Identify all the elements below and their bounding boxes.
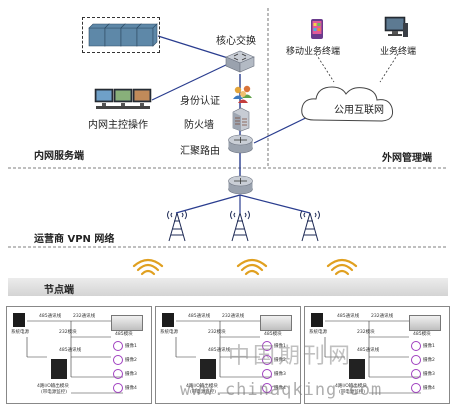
- bulb-icon: [411, 369, 421, 379]
- power-supply-icon: [13, 313, 25, 327]
- cloud-icon: [296, 80, 414, 134]
- watermark-url: www.chinaqking.com: [180, 380, 383, 400]
- sys-power-label: 系统电源: [160, 330, 178, 335]
- device-unit-icon: [260, 315, 292, 331]
- power-supply-icon: [162, 313, 174, 327]
- io-module-label: 4路I/O输出模块: [335, 384, 367, 389]
- node-panel: 系统电源 485通讯线 232通讯线 232模块 485模块 485通讯线 4路…: [155, 306, 301, 404]
- module-485-label: 485模块: [413, 332, 431, 337]
- io-module-icon: [200, 359, 216, 379]
- operator-label: 内网主控操作: [88, 120, 148, 131]
- device-unit-icon: [409, 315, 441, 331]
- module-232-label: 232模块: [357, 330, 375, 335]
- firewall-icon: [230, 106, 252, 136]
- server-cluster-icon: [82, 17, 160, 53]
- io-module-label: 4路I/O输出模块: [186, 384, 218, 389]
- device-label: 摄像2: [423, 358, 435, 363]
- comm-485-label: 485通讯线: [188, 314, 211, 319]
- panel-wires: [324, 320, 421, 394]
- comm-232-label: 232通讯线: [371, 314, 394, 319]
- io-module-icon: [349, 359, 365, 379]
- bulb-icon: [113, 383, 123, 393]
- mobile-terminal-icon: [310, 18, 324, 44]
- bulb-icon: [411, 341, 421, 351]
- bulb-icon: [113, 341, 123, 351]
- carrier-vpn-label: 运营商 VPN 网络: [34, 234, 115, 245]
- router-tower1-link: [175, 194, 241, 214]
- operator-workstation-icon: [94, 86, 152, 116]
- identity-auth-label: 身份认证: [180, 96, 220, 107]
- tower-icon: [296, 207, 324, 247]
- bulb-icon: [113, 355, 123, 365]
- business-terminal-icon: [383, 15, 409, 45]
- terminal-arrows: [315, 53, 399, 83]
- device-label: 摄像1: [125, 344, 137, 349]
- io-module-icon: [51, 359, 67, 379]
- bulb-icon: [262, 369, 272, 379]
- operator-switch-link: [151, 63, 229, 101]
- server-switch-link: [157, 35, 229, 59]
- device-label: 摄像3: [274, 372, 286, 377]
- sys-power-label: 系统电源: [11, 330, 29, 335]
- device-label: 摄像4: [423, 386, 435, 391]
- device-label: 摄像2: [274, 358, 286, 363]
- mobile-terminal-label: 移动业务终端: [286, 47, 341, 57]
- users-icon: [232, 84, 254, 108]
- bulb-icon: [411, 383, 421, 393]
- bulb-icon: [411, 355, 421, 365]
- watermark-cn: 中国期刊网: [228, 344, 354, 369]
- router-tower3-link: [239, 194, 311, 214]
- io-sub-label: (带电源监控): [190, 390, 217, 395]
- sys-power-label: 系统电源: [309, 330, 327, 335]
- comm-485-label: 485通讯线: [39, 314, 62, 319]
- device-label: 摄像4: [274, 386, 286, 391]
- bulb-icon: [262, 341, 272, 351]
- io-sub-label: (带电源监控): [339, 390, 366, 395]
- module-485-label: 485模块: [115, 332, 133, 337]
- wireless-signals: [132, 258, 358, 276]
- device-label: 摄像1: [274, 344, 286, 349]
- tower-icon: [163, 207, 191, 247]
- node-panel: 系统电源 485通讯线 232通讯线 232模块 485模块 485通讯线 4路…: [6, 306, 152, 404]
- device-label: 摄像4: [125, 386, 137, 391]
- business-terminal-label: 业务终端: [380, 47, 417, 57]
- device-label: 摄像3: [125, 372, 137, 377]
- device-unit-icon: [111, 315, 143, 331]
- core-switch-icon: [224, 48, 256, 78]
- module-232-label: 232模块: [59, 330, 77, 335]
- comm-485-label: 485通讯线: [337, 314, 360, 319]
- tower-icon: [226, 207, 254, 247]
- power-supply-icon: [311, 313, 323, 327]
- router-label: 汇聚路由: [180, 146, 220, 157]
- public-internet-label: 公用互联网: [334, 105, 384, 116]
- vpn-router-icon: [227, 174, 254, 200]
- node-end-label: 节点端: [44, 285, 74, 296]
- core-switch-label: 核心交换: [216, 36, 256, 47]
- comm-232-label: 232通讯线: [222, 314, 245, 319]
- device-label: 摄像3: [423, 372, 435, 377]
- module-232-label: 232模块: [208, 330, 226, 335]
- io-sub-label: (带电源监控): [41, 390, 68, 395]
- bulb-icon: [262, 383, 272, 393]
- bulb-icon: [113, 369, 123, 379]
- intranet-service-label: 内网服务端: [34, 151, 84, 162]
- io-module-label: 4路I/O输出模块: [37, 384, 69, 389]
- bulb-icon: [262, 355, 272, 365]
- node-panel: 系统电源 485通讯线 232通讯线 232模块 485模块 485通讯线 4路…: [304, 306, 450, 404]
- io-485-label: 485通讯线: [59, 348, 82, 353]
- device-label: 摄像2: [125, 358, 137, 363]
- aggregation-router-icon: [227, 133, 254, 159]
- module-485-label: 485模块: [264, 332, 282, 337]
- device-label: 摄像1: [423, 344, 435, 349]
- extranet-management-label: 外网管理端: [382, 153, 432, 164]
- io-485-label: 485通讯线: [208, 348, 231, 353]
- io-485-label: 485通讯线: [357, 348, 380, 353]
- comm-232-label: 232通讯线: [73, 314, 96, 319]
- firewall-label: 防火墙: [184, 120, 214, 131]
- node-band: [8, 278, 448, 296]
